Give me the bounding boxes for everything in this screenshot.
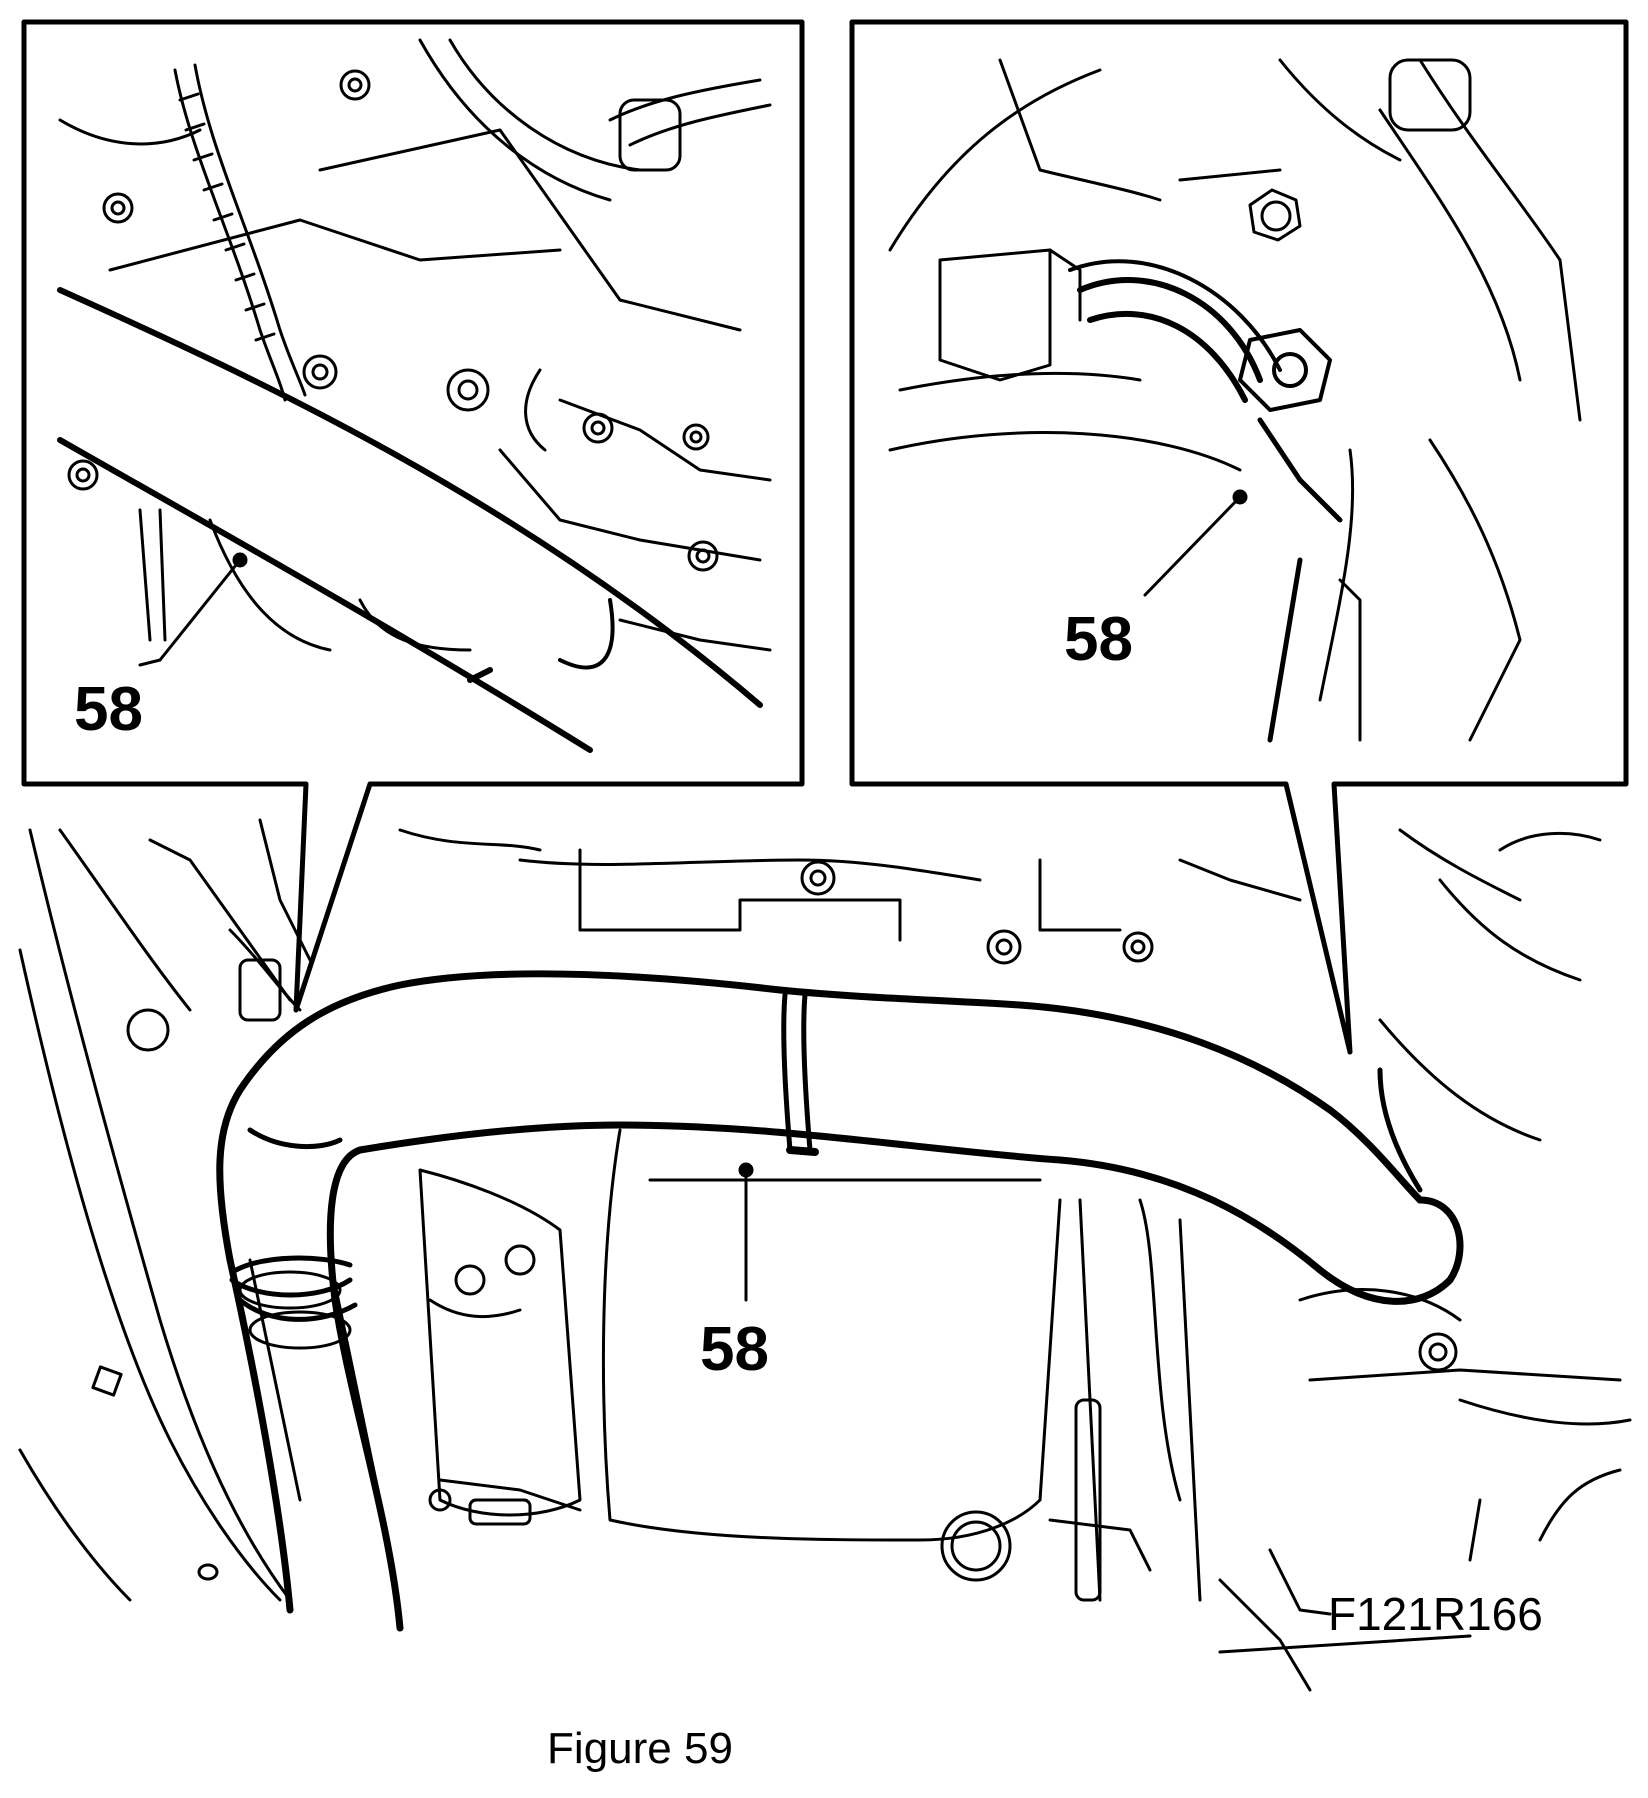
main-label: 58 <box>700 1315 769 1384</box>
inset-right: 58 <box>849 19 1629 1055</box>
reference-code-leader <box>1268 1548 1332 1616</box>
main-hose <box>216 970 1464 1632</box>
callout-pointers <box>294 782 1352 1054</box>
main-leader <box>738 1162 754 1302</box>
inset-right-background-lines <box>888 58 1582 743</box>
inset-right-frame <box>849 19 1629 1055</box>
inset-left-frame <box>21 19 805 1013</box>
inset-left-label: 58 <box>74 675 143 744</box>
reference-code: F121R166 <box>1328 1588 1543 1640</box>
reference-code-underline <box>1218 1634 1472 1654</box>
main-view: 58 F121R166 <box>18 782 1632 1692</box>
inset-right-label: 58 <box>1064 605 1133 674</box>
inset-left-background-lines <box>57 38 772 753</box>
inset-left: 58 <box>21 19 805 1013</box>
main-background-lines <box>18 818 1632 1692</box>
figure-caption: Figure 59 <box>547 1724 733 1773</box>
